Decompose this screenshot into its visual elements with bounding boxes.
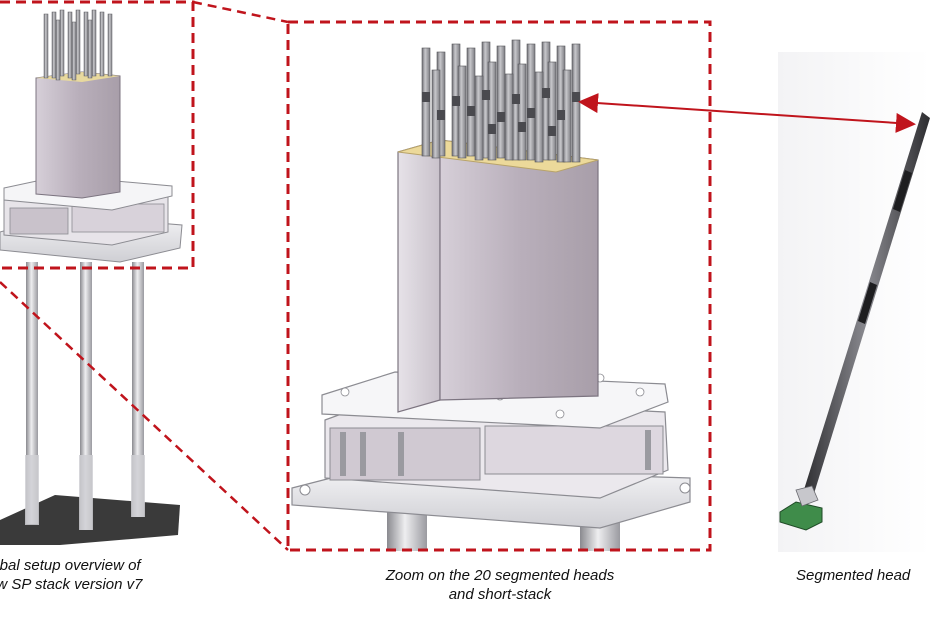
segmented-head-foot	[779, 501, 823, 531]
support-leg	[132, 262, 144, 517]
caption-zoom-line1: Zoom on the 20 segmented heads	[385, 567, 615, 584]
zoom-short-stack-illustration	[291, 39, 691, 551]
short-stack-side	[397, 139, 441, 413]
caption-segmented-head: Segmented head	[796, 566, 910, 585]
short-stack-block	[35, 71, 121, 199]
caption-zoom-line2: and short-stack	[448, 586, 552, 603]
rod-bands	[422, 88, 580, 136]
caption-global-setup: lobal setup overview of ew SP stack vers…	[0, 556, 143, 594]
render-background	[778, 52, 930, 552]
caption-zoom: Zoom on the 20 segmented heads and short…	[300, 566, 700, 604]
projection-lines	[0, 0, 289, 551]
global-setup-overview-illustration	[0, 9, 183, 545]
link-arrow	[578, 93, 916, 133]
segmented-head-rods	[43, 9, 113, 81]
caption-global-setup-line1: lobal setup overview of	[0, 557, 141, 574]
short-stack-block	[439, 139, 599, 401]
caption-global-setup-line2: ew SP stack version v7	[0, 576, 143, 593]
caption-segmented-head-text: Segmented head	[796, 567, 911, 584]
zoom-highlight-box	[0, 0, 195, 270]
segmented-head-illustration	[778, 52, 930, 552]
zoom-frame	[286, 20, 712, 552]
